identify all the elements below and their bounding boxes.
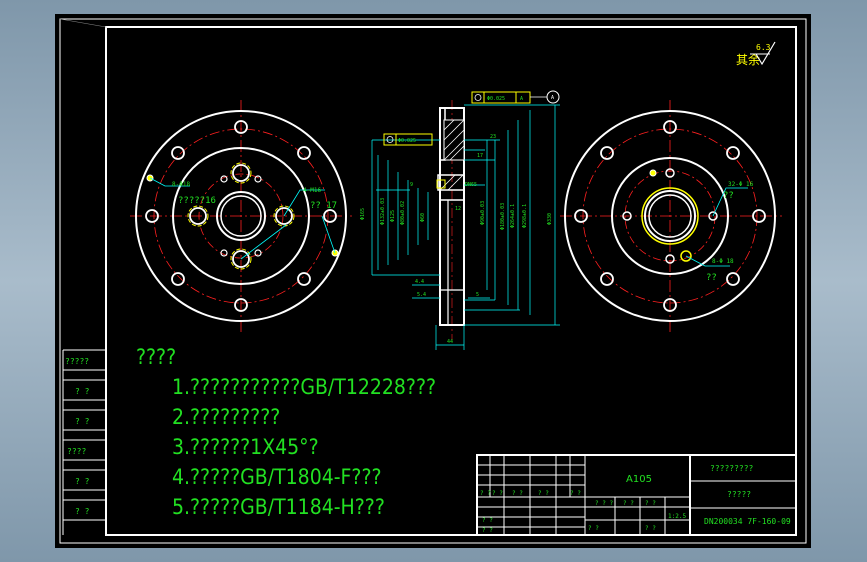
tb-cell: ? ? (645, 525, 656, 532)
technical-notes: ???? 1.???????????GB/T12228??? 2.???????… (136, 342, 436, 522)
note-item: 1.???????????GB/T12228??? (172, 375, 437, 399)
svg-text:Φ132±0.03: Φ132±0.03 (380, 198, 386, 225)
dim-5: 5 (476, 292, 479, 298)
svg-text:Φ90±0.03: Φ90±0.03 (480, 201, 486, 225)
tb-cell: ? ? (588, 525, 599, 532)
svg-text:其余: 其余 (736, 52, 760, 67)
tb-cell: ? ? (482, 527, 493, 534)
roughness-symbol: 其余 6.3 (736, 41, 776, 67)
left-flange-view (130, 100, 352, 333)
dim-23: 23 (490, 134, 496, 140)
svg-text:Φ180±0.03: Φ180±0.03 (500, 203, 506, 230)
part-name: ????? (727, 490, 751, 499)
left-strip-cell: ? ? (75, 417, 90, 426)
left-strip-cell: ????? (65, 357, 89, 366)
dim-9: 9 (410, 182, 413, 188)
company: ????????? (710, 464, 754, 473)
tolerance-2-ref: A (520, 96, 523, 102)
label-right-bottom: ?? (706, 273, 717, 283)
title-block (476, 454, 797, 536)
label-holes-inner: 4-M16 (303, 187, 321, 194)
note-item: 3.??????1X45°? (172, 435, 319, 459)
tb-cell: ? ? (538, 490, 549, 497)
dim-dn: DN65 (465, 182, 477, 188)
note-item: 2.????????? (172, 405, 281, 429)
inner-border (105, 26, 797, 536)
note-item: 5.?????GB/T1184-H??? (172, 495, 385, 519)
tb-cell: ? ? (512, 490, 523, 497)
left-strip-table (62, 349, 106, 535)
notes-title: ???? (136, 345, 177, 369)
right-flange-view (560, 100, 782, 333)
dim-44: 44 (447, 339, 453, 345)
dim-17: 17 (477, 153, 483, 159)
svg-text:Φ60: Φ60 (420, 213, 426, 222)
tb-cell: ? ? (570, 490, 581, 497)
tolerance-2: Φ0.025 (487, 96, 505, 102)
tb-scale: 1:2.5 (668, 513, 686, 520)
svg-text:Φ80±0.02: Φ80±0.02 (400, 201, 406, 225)
left-strip-cell: ? ? (75, 507, 90, 516)
left-strip-cell: ???? (67, 447, 86, 456)
dim-4-4: 4.4 (415, 279, 424, 285)
drawing-number: DN200034 7F-160-09 (704, 517, 791, 526)
left-strip-cell: ? ? (75, 387, 90, 396)
tb-cell: ? ? (480, 490, 491, 497)
tb-cell: ? ? (492, 490, 503, 497)
section-view (371, 90, 560, 350)
tb-cell: ? ? (645, 500, 656, 507)
datum-label: A (551, 95, 554, 101)
outer-border (59, 18, 807, 544)
drawing-sheet (55, 14, 811, 548)
svg-text:Φ125: Φ125 (390, 210, 396, 222)
dim-5-4: 5.4 (417, 292, 426, 298)
tb-cell: ? ? (482, 517, 493, 524)
label-right-holes-top: 32-Φ 16 (728, 181, 754, 188)
svg-text:Φ298±0.1: Φ298±0.1 (522, 204, 528, 228)
svg-text:6.3: 6.3 (756, 43, 771, 52)
dim-12: 12 (455, 206, 461, 212)
tb-cell: ? ? ? (595, 500, 613, 507)
label-left-right: ?? 17 (310, 201, 337, 211)
tolerance-1: Φ0.025 (398, 138, 416, 144)
label-right-holes-right: ?? (723, 191, 734, 201)
tb-cell: ? ? (623, 500, 634, 507)
svg-text:Φ165: Φ165 (360, 208, 366, 220)
svg-text:Φ264±0.1: Φ264±0.1 (510, 204, 516, 228)
note-item: 4.?????GB/T1804-F??? (172, 465, 382, 489)
svg-text:Φ330: Φ330 (547, 213, 553, 225)
label-right-holes-bottom: 8-Φ 18 (712, 258, 734, 265)
label-left-text: ?????16 (178, 196, 216, 206)
material: A105 (626, 474, 652, 485)
label-holes-outer: 8-Φ18 (172, 181, 190, 188)
left-strip-cell: ? ? (75, 477, 90, 486)
